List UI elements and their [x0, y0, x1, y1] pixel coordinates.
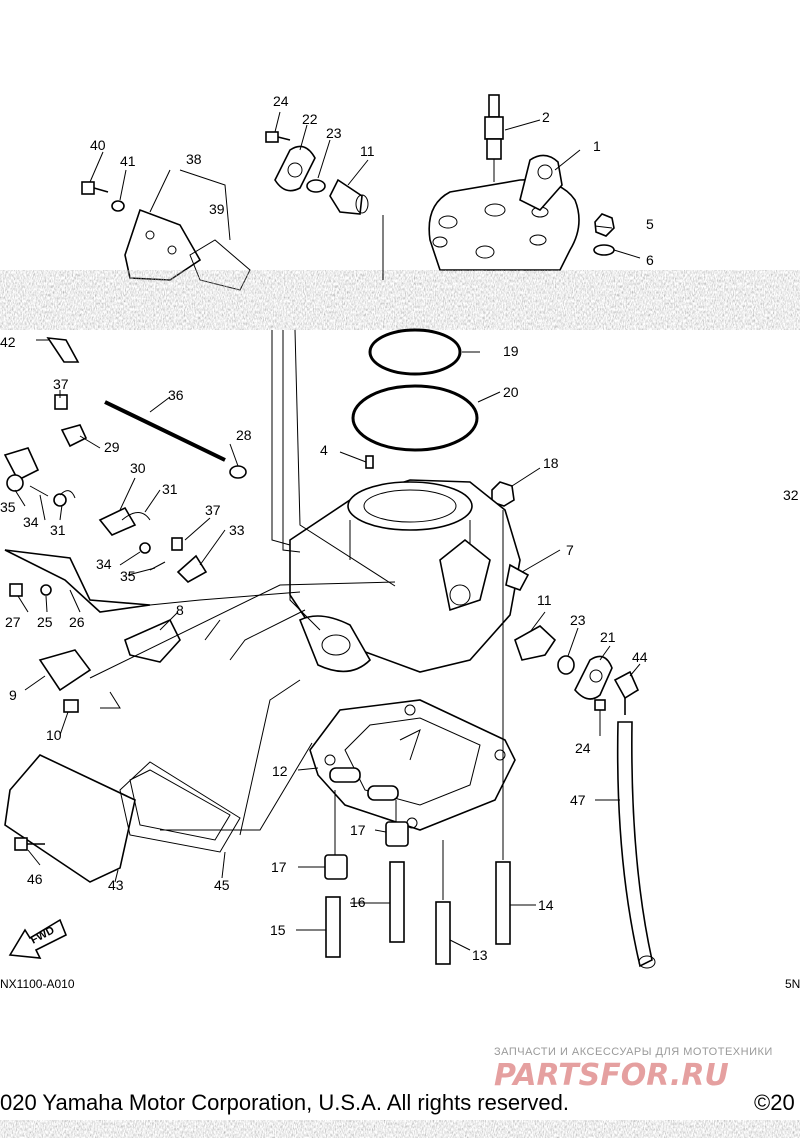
label-43: 43: [108, 877, 124, 893]
label-17-b: 17: [271, 859, 287, 875]
diagram-code-right: 5N: [785, 977, 800, 991]
label-23-top: 23: [326, 125, 342, 141]
label-32: 32: [783, 487, 799, 503]
label-10: 10: [46, 727, 62, 743]
label-23-right: 23: [570, 612, 586, 628]
label-34-b: 34: [96, 556, 112, 572]
label-16: 16: [350, 894, 366, 910]
base-gasket: [309, 699, 516, 831]
top-exhaust-valve-group: [265, 131, 369, 215]
label-41: 41: [120, 153, 136, 169]
label-40: 40: [90, 137, 106, 153]
label-33: 33: [229, 522, 245, 538]
label-19: 19: [503, 343, 519, 359]
label-8: 8: [176, 602, 184, 618]
label-13: 13: [472, 947, 488, 963]
label-18: 18: [543, 455, 559, 471]
label-21: 21: [600, 629, 616, 645]
dowel-pin: [365, 455, 374, 469]
label-7: 7: [566, 542, 574, 558]
label-38: 38: [186, 151, 202, 167]
watermark-logo: PARTSFOR.RU: [494, 1058, 729, 1093]
label-20: 20: [503, 384, 519, 400]
diagram-code-left: NX1100-A010: [0, 977, 75, 991]
label-28: 28: [236, 427, 252, 443]
watermark-caption: ЗАПЧАСТИ И АКСЕССУАРЫ ДЛЯ МОТОТЕХНИКИ: [494, 1046, 773, 1058]
right-exhaust-valve-group: [514, 625, 640, 715]
label-29: 29: [104, 439, 120, 455]
label-9: 9: [9, 687, 17, 703]
label-42: 42: [0, 334, 16, 350]
copyright-right: ©20: [754, 1090, 795, 1115]
label-30: 30: [130, 460, 146, 476]
label-11-right: 11: [537, 592, 552, 608]
cylinder-head: [428, 154, 580, 271]
label-35-b: 35: [120, 568, 136, 584]
label-17-a: 17: [350, 822, 366, 838]
o-ring-19: [368, 328, 462, 376]
label-22: 22: [302, 111, 318, 127]
label-2: 2: [542, 109, 550, 125]
label-31-a: 31: [162, 481, 178, 497]
o-ring-20: [351, 384, 479, 452]
label-45: 45: [214, 877, 230, 893]
label-37-a: 37: [53, 376, 69, 392]
label-46: 46: [27, 871, 43, 887]
label-24-right: 24: [575, 740, 591, 756]
scan-noise-band-bottom: [0, 1120, 800, 1138]
label-39: 39: [209, 201, 225, 217]
label-27: 27: [5, 614, 21, 630]
label-31-b: 31: [50, 522, 66, 538]
label-4: 4: [320, 442, 328, 458]
label-11-top: 11: [360, 143, 375, 159]
leader-lines: [14, 111, 641, 951]
label-6: 6: [646, 252, 654, 268]
label-24-top: 24: [273, 93, 289, 109]
studs: [324, 821, 511, 965]
cylinder: [289, 479, 530, 673]
label-35-a: 35: [0, 499, 16, 515]
breather-hose: [616, 721, 653, 968]
label-36: 36: [168, 387, 184, 403]
fwd-arrow-icon: [8, 918, 68, 959]
scan-noise-band: [0, 270, 800, 330]
reed-cover-group: [4, 754, 241, 883]
label-44: 44: [632, 649, 648, 665]
label-25: 25: [37, 614, 53, 630]
power-valve-linkage: [3, 337, 247, 713]
label-34-a: 34: [23, 514, 39, 530]
part-labels: 1 2 3 4 5 6 7 8 9 10 11 11 12 13 14 15 1…: [0, 93, 799, 963]
left-cover-group: [81, 181, 251, 291]
label-1: 1: [593, 138, 601, 154]
label-5: 5: [646, 216, 654, 232]
label-12: 12: [272, 763, 288, 779]
copyright-text: 020 Yamaha Motor Corporation, U.S.A. All…: [0, 1090, 569, 1115]
label-47: 47: [570, 792, 586, 808]
nut: [594, 213, 615, 237]
label-26: 26: [69, 614, 85, 630]
label-14: 14: [538, 897, 554, 913]
washer: [593, 244, 615, 256]
spark-plug: [484, 94, 504, 182]
label-37-b: 37: [205, 502, 221, 518]
label-15: 15: [270, 922, 286, 938]
